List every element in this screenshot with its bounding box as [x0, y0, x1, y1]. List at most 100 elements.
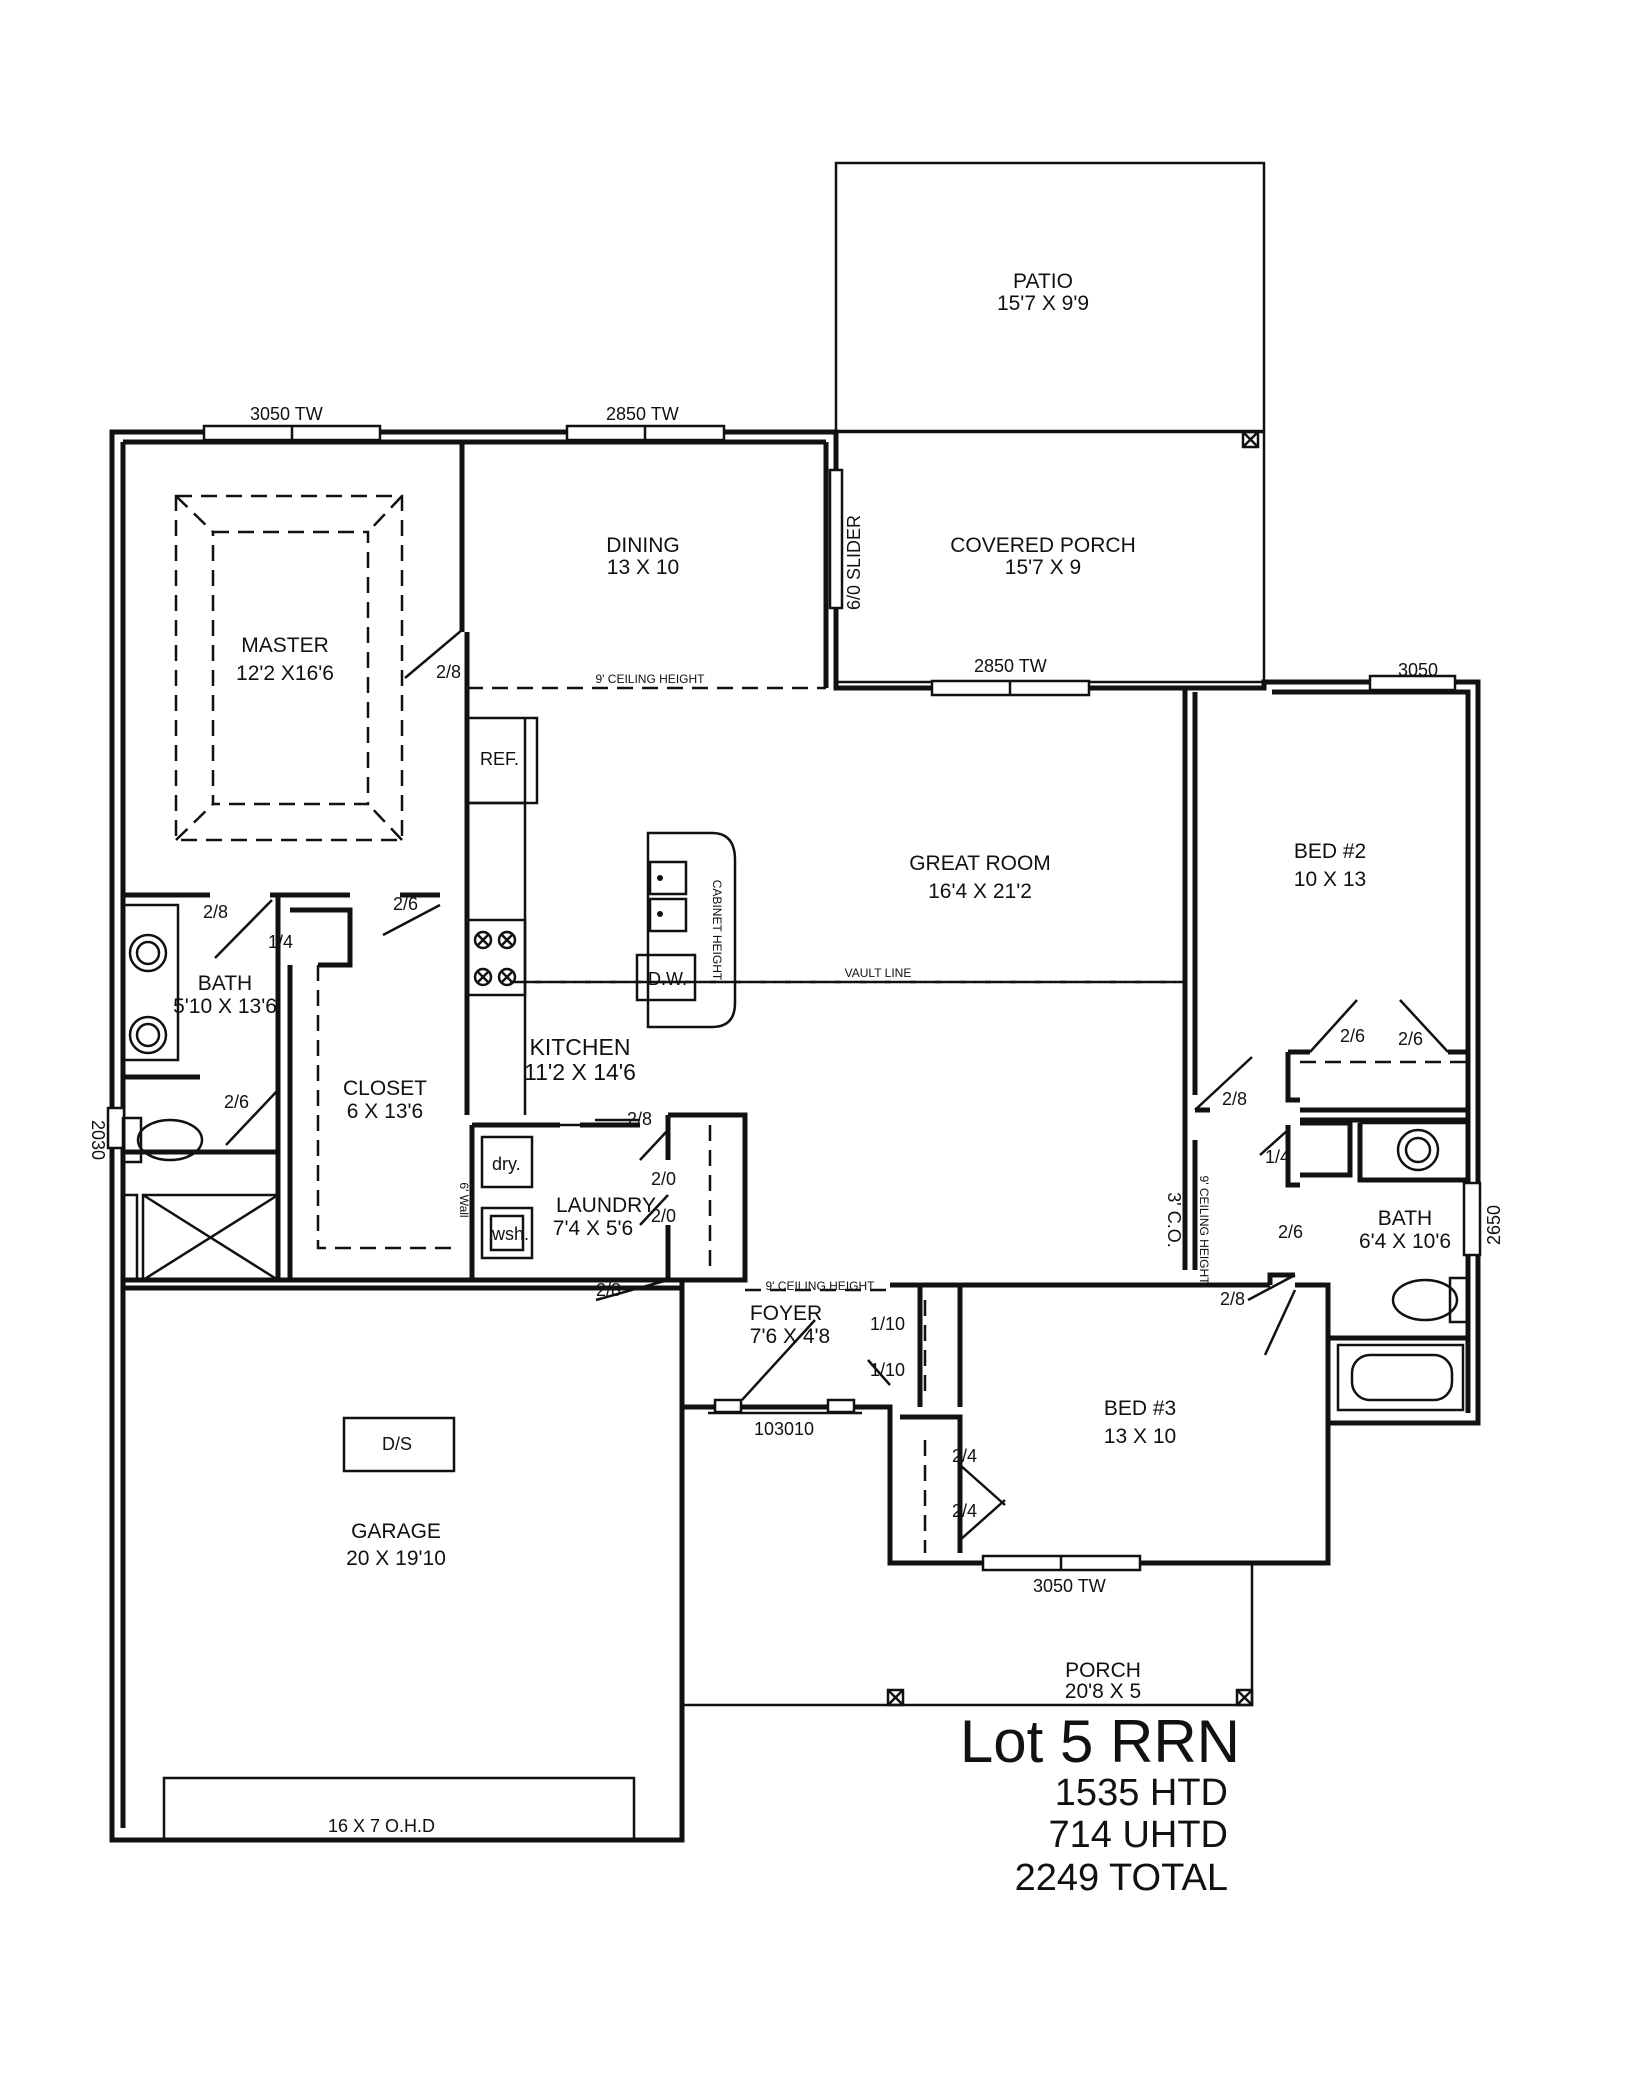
window-label-dining: 2850 TW — [606, 404, 679, 424]
post-icon — [1241, 430, 1260, 449]
window-foyer-left — [713, 1398, 743, 1414]
room-bed3-name: BED #3 — [1104, 1397, 1176, 1420]
ds-box — [342, 1416, 456, 1473]
room-labels: PATIO 15'7 X 9'9 COVERED PORCH 15'7 X 9 … — [173, 270, 1451, 1703]
sink-icon — [128, 1015, 168, 1055]
room-dining-name: DINING — [606, 534, 680, 557]
room-patio-name: PATIO — [1013, 270, 1073, 293]
post-icon — [1235, 1688, 1254, 1707]
door-labels: 2/8 2/8 2/6 1/4 2/6 2/8 2/0 2/0 2/8 1/10… — [203, 662, 1423, 1521]
window-labels: 3050 TW 2850 TW 2850 TW 3050 3050 TW 103… — [88, 404, 1504, 1596]
shower-icon — [141, 1193, 280, 1282]
room-bed2-name: BED #2 — [1294, 840, 1366, 863]
wsh-label: wsh. — [491, 1224, 529, 1244]
sink-icon — [128, 933, 168, 973]
room-covered-porch-size: 15'7 X 9 — [1005, 556, 1081, 579]
window-label-bath2: 2650 — [1484, 1205, 1504, 1245]
label-doors-master: 2/8 — [436, 662, 461, 682]
label-doors-closet: 2/6 — [393, 894, 418, 914]
room-great-room-size: 16'4 X 21'2 — [928, 880, 1032, 903]
window-label-bed2: 3050 — [1398, 660, 1438, 680]
room-garage-name: GARAGE — [351, 1520, 441, 1543]
toilet-icon — [121, 1116, 143, 1164]
sink-icon — [1396, 1128, 1440, 1172]
range-icon — [465, 918, 527, 997]
room-patio-size: 15'7 X 9'9 — [997, 292, 1089, 315]
post-icon — [886, 1688, 905, 1707]
dishwasher-icon — [635, 953, 697, 1002]
vault-label: VAULT LINE — [845, 966, 912, 980]
ohd-label: 16 X 7 O.H.D — [328, 1816, 435, 1836]
label-doors-bath2: 2/6 — [1278, 1222, 1303, 1242]
sink-icon — [648, 860, 688, 896]
label-doors-foyer-b: 1/10 — [870, 1360, 905, 1380]
uhtd-label: 714 UHTD — [1049, 1814, 1229, 1856]
lot-title: Lot 5 RRN — [960, 1708, 1240, 1775]
bathtub-icon — [1336, 1343, 1465, 1412]
dryer-icon — [480, 1135, 534, 1189]
fixtures — [121, 430, 1470, 1707]
room-covered-porch-name: COVERED PORCH — [950, 534, 1136, 557]
label-doors-foyer-a: 1/10 — [870, 1314, 905, 1334]
kitchen-island — [646, 831, 737, 1029]
ceiling-label-dining: 9' CEILING HEIGHT — [596, 672, 706, 686]
window-bath-master — [106, 1106, 126, 1150]
label-doors-garage: 2/8 — [596, 1280, 621, 1300]
slider-label: 6/0 SLIDER — [844, 515, 864, 610]
room-foyer-size: 7'6 X 4'8 — [750, 1325, 830, 1348]
window-label-foyer: 103010 — [754, 1419, 814, 1439]
door-swings — [214, 629, 1449, 1541]
room-bath2-name: BATH — [1378, 1207, 1432, 1230]
room-bath-master-size: 5'10 X 13'6 — [173, 995, 277, 1018]
label-doors-bath-master: 2/8 — [203, 902, 228, 922]
label-doors-laundry-b: 2/0 — [651, 1206, 676, 1226]
ref-label: REF. — [480, 749, 519, 769]
room-laundry-size: 7'4 X 5'6 — [553, 1217, 633, 1240]
co-label: 3' C.O. — [1164, 1192, 1184, 1247]
room-porch-size: 20'8 X 5 — [1065, 1680, 1141, 1703]
room-laundry-name: LAUNDRY — [556, 1194, 656, 1217]
label-doors-kitchen: 2/8 — [627, 1109, 652, 1129]
room-bed2-size: 10 X 13 — [1294, 868, 1366, 891]
ceiling-lines — [174, 494, 1468, 1553]
toilet-icon — [1448, 1276, 1470, 1324]
label-doors-toilet: 2/6 — [224, 1092, 249, 1112]
interior-walls — [123, 442, 1468, 1563]
room-porch-name: PORCH — [1065, 1659, 1141, 1682]
label-doors-bed3: 2/8 — [1220, 1289, 1245, 1309]
label-doors-bed2: 2/8 — [1222, 1089, 1247, 1109]
ceiling-label-foyer: 9' CEILING HEIGHT — [766, 1279, 876, 1293]
wall-label: 6' Wall — [457, 1182, 471, 1217]
garage-door — [162, 1776, 636, 1842]
window-foyer-right — [826, 1398, 856, 1414]
window-bath2 — [1462, 1181, 1482, 1257]
label-doors-bed3-closet-b: 2/4 — [952, 1501, 977, 1521]
room-master-size: 12'2 X16'6 — [236, 662, 334, 685]
room-closet-size: 6 X 13'6 — [347, 1100, 423, 1123]
room-kitchen-size: 11'2 X 14'6 — [524, 1059, 636, 1085]
room-garage-size: 20 X 19'10 — [346, 1547, 446, 1570]
window-label-master: 3050 TW — [250, 404, 323, 424]
label-doors-bed2-closet-b: 2/6 — [1398, 1029, 1423, 1049]
room-kitchen-name: KITCHEN — [530, 1034, 631, 1060]
cabinet-label: CABINET HEIGHT — [710, 880, 724, 981]
htd-label: 1535 HTD — [1055, 1772, 1228, 1814]
label-doors-bed3-closet-a: 2/4 — [952, 1446, 977, 1466]
washer-icon — [480, 1206, 534, 1260]
ceiling-label-hall: 9' CEILING HEIGHT — [1197, 1176, 1211, 1286]
room-closet-name: CLOSET — [343, 1077, 427, 1100]
slider-door — [828, 468, 844, 610]
room-dining-size: 13 X 10 — [607, 556, 679, 579]
room-foyer-name: FOYER — [750, 1302, 822, 1325]
label-doors-bath-small: 1/4 — [268, 932, 293, 952]
room-bath2-size: 6'4 X 10'6 — [1359, 1230, 1451, 1253]
label-doors-bath2-small: 1/4 — [1265, 1147, 1290, 1167]
label-doors-bed2-closet-a: 2/6 — [1340, 1026, 1365, 1046]
annotations: 9' CEILING HEIGHT 9' CEILING HEIGHT VAUL… — [328, 672, 1211, 1836]
summary-block: Lot 5 RRN 1535 HTD 714 UHTD 2249 TOTAL — [960, 1708, 1240, 1899]
label-doors-laundry-a: 2/0 — [651, 1169, 676, 1189]
total-label: 2249 TOTAL — [1015, 1857, 1228, 1899]
room-great-room-name: GREAT ROOM — [909, 852, 1051, 875]
room-bed3-size: 13 X 10 — [1104, 1425, 1176, 1448]
